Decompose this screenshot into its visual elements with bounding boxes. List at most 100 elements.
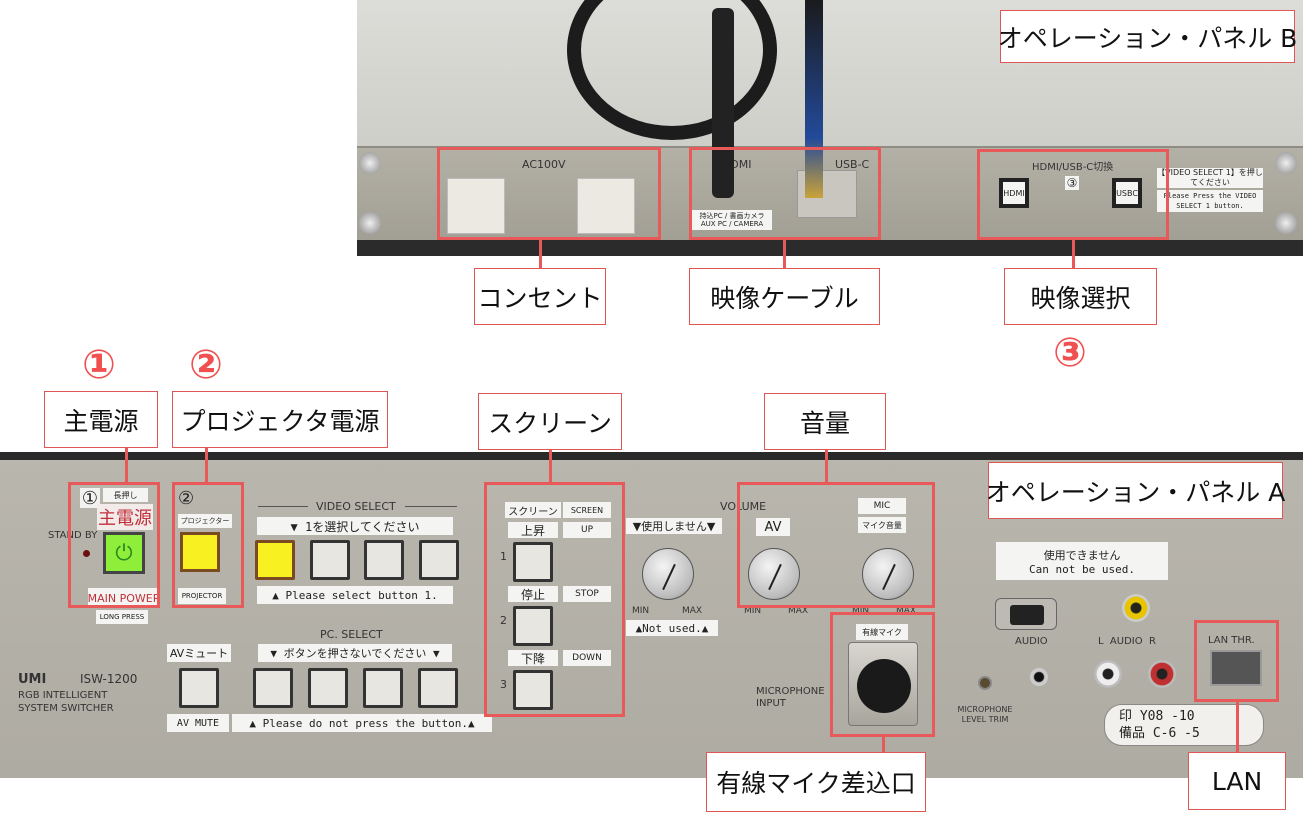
step-number-2: ②: [189, 342, 223, 388]
mic-volume-knob[interactable]: [862, 548, 914, 600]
brand-logo: UMI: [18, 672, 47, 687]
switch-label: HDMI/USB-C切換: [1032, 162, 1114, 173]
usbc-switch-button[interactable]: USBC: [1112, 178, 1142, 208]
volume-mic-label: MIC: [858, 498, 906, 514]
unused-knob-bottom: ▲Not used.▲: [626, 620, 718, 636]
video-select-note-jp: ▼ 1を選択してください: [257, 517, 453, 535]
screen-up-jp: 上昇: [508, 522, 558, 538]
divider: [405, 506, 457, 507]
divider: [258, 506, 308, 507]
screen-down-button[interactable]: [513, 670, 553, 710]
brand-desc-1: RGB INTELLIGENT: [18, 690, 108, 701]
callout-mic-input: 有線マイク差込口: [706, 752, 926, 812]
brand-desc-2: SYSTEM SWITCHER: [18, 703, 114, 714]
audio-r-jack[interactable]: [1148, 660, 1176, 688]
callout-lan: LAN: [1188, 752, 1286, 810]
projector-power-button[interactable]: [180, 532, 220, 572]
screen-up-button[interactable]: [513, 542, 553, 582]
notice-jp: 【VIDEO SELECT 1】を押してください: [1157, 168, 1263, 188]
audio-l-jack[interactable]: [1094, 660, 1122, 688]
panel-b-edge: [357, 240, 1303, 256]
leader-line: [1072, 240, 1075, 268]
pc-select-title: PC. SELECT: [320, 628, 383, 641]
video-cable-highlight: [689, 147, 881, 240]
lan-port[interactable]: [1210, 650, 1262, 686]
screw: [1275, 152, 1297, 174]
unused-knob[interactable]: [642, 548, 694, 600]
standby-led: [83, 550, 90, 557]
mic-highlight: [830, 612, 935, 737]
video-select-button-2[interactable]: [310, 540, 350, 580]
video-select-title: VIDEO SELECT: [316, 500, 396, 513]
volume-av-label: AV: [756, 518, 790, 536]
projector-num: ②: [178, 488, 195, 509]
audio-lr-label: L AUDIO R: [1098, 636, 1156, 647]
pc-select-button-3[interactable]: [363, 668, 403, 708]
vga-port[interactable]: [995, 598, 1057, 630]
xlr-socket: [857, 659, 911, 713]
standby-label: STAND BY: [48, 530, 98, 541]
video-select-button-4[interactable]: [419, 540, 459, 580]
main-power-button[interactable]: ⏻: [103, 532, 145, 574]
volume-highlight: [737, 482, 935, 608]
composite-video-jack[interactable]: [1122, 594, 1150, 622]
model-name: ISW-1200: [80, 672, 138, 686]
pc-select-note-en: ▲ Please do not press the button.▲: [232, 714, 492, 732]
screen-en: SCREEN: [563, 502, 611, 518]
long-press-en: LONG PRESS: [96, 610, 148, 624]
screen-num-2: 2: [500, 614, 507, 627]
panel-a-title: オペレーション・パネル A: [986, 462, 1285, 519]
unused-knob-top: ▼使用しません▼: [626, 518, 722, 534]
mic-input-label: MICROPHONE INPUT: [756, 686, 825, 709]
step-number-1: ①: [82, 342, 116, 388]
screw: [359, 212, 381, 234]
asset-prefix-1: 印: [1119, 709, 1133, 724]
power-num: ①: [80, 487, 100, 509]
leader-line: [125, 448, 128, 482]
screen-up-en: UP: [563, 522, 611, 538]
mic-tag: 有線マイク: [856, 624, 908, 640]
notice-jp: 使用できません: [1043, 548, 1121, 562]
projector-en: PROJECTOR: [178, 588, 226, 604]
long-press-jp: 長押し: [103, 488, 148, 502]
callout-screen: スクリーン: [478, 393, 622, 450]
main-power-en: MAIN POWER: [88, 588, 160, 608]
cable-tag: 持込PC / 書画カメラ AUX PC / CAMERA: [692, 210, 772, 230]
screen-stop-jp: 停止: [508, 586, 558, 602]
audio-mini-jack[interactable]: [1030, 668, 1048, 686]
projector-highlight: [172, 482, 244, 608]
callout-volume: 音量: [764, 393, 886, 450]
mic-max: MAX: [896, 606, 917, 616]
video-select-button-1[interactable]: [255, 540, 295, 580]
av-mute-button[interactable]: [179, 668, 219, 708]
notice-en: Please Press the VIDEO SELECT 1 button.: [1157, 190, 1263, 212]
av-volume-knob[interactable]: [748, 548, 800, 600]
video-select-button-3[interactable]: [364, 540, 404, 580]
pc-select-button-1[interactable]: [253, 668, 293, 708]
av-mute-en: AV MUTE: [167, 714, 229, 732]
pc-select-button-4[interactable]: [418, 668, 458, 708]
asset-prefix-2: 備品: [1119, 726, 1146, 741]
screen-jp: スクリーン: [505, 502, 561, 518]
notice-en: Can not be used.: [1029, 562, 1135, 576]
volume-mic-jp: マイク音量: [858, 517, 906, 533]
volume-title: VOLUME: [720, 500, 767, 513]
screen-stop-button[interactable]: [513, 606, 553, 646]
cable-coil: [567, 0, 777, 140]
power-outlet[interactable]: [447, 178, 505, 234]
hdmi-cable[interactable]: [712, 8, 734, 198]
pc-select-button-2[interactable]: [308, 668, 348, 708]
lan-label: LAN THR.: [1208, 635, 1255, 646]
screen-highlight: [484, 482, 625, 717]
projector-jp: プロジェクター: [178, 514, 232, 528]
asset-line-2: C-6 -5: [1152, 726, 1200, 741]
power-outlet[interactable]: [577, 178, 635, 234]
mic-trim-knob[interactable]: [978, 676, 992, 690]
leader-line: [882, 737, 885, 752]
leader-line: [783, 240, 786, 268]
knob-max: MAX: [682, 606, 703, 616]
hdmi-switch-button[interactable]: HDMI: [999, 178, 1029, 208]
notice-box: 使用できません Can not be used.: [996, 542, 1168, 580]
xlr-mic-input[interactable]: [848, 642, 918, 726]
asset-line-1: Y08 -10: [1139, 709, 1195, 724]
